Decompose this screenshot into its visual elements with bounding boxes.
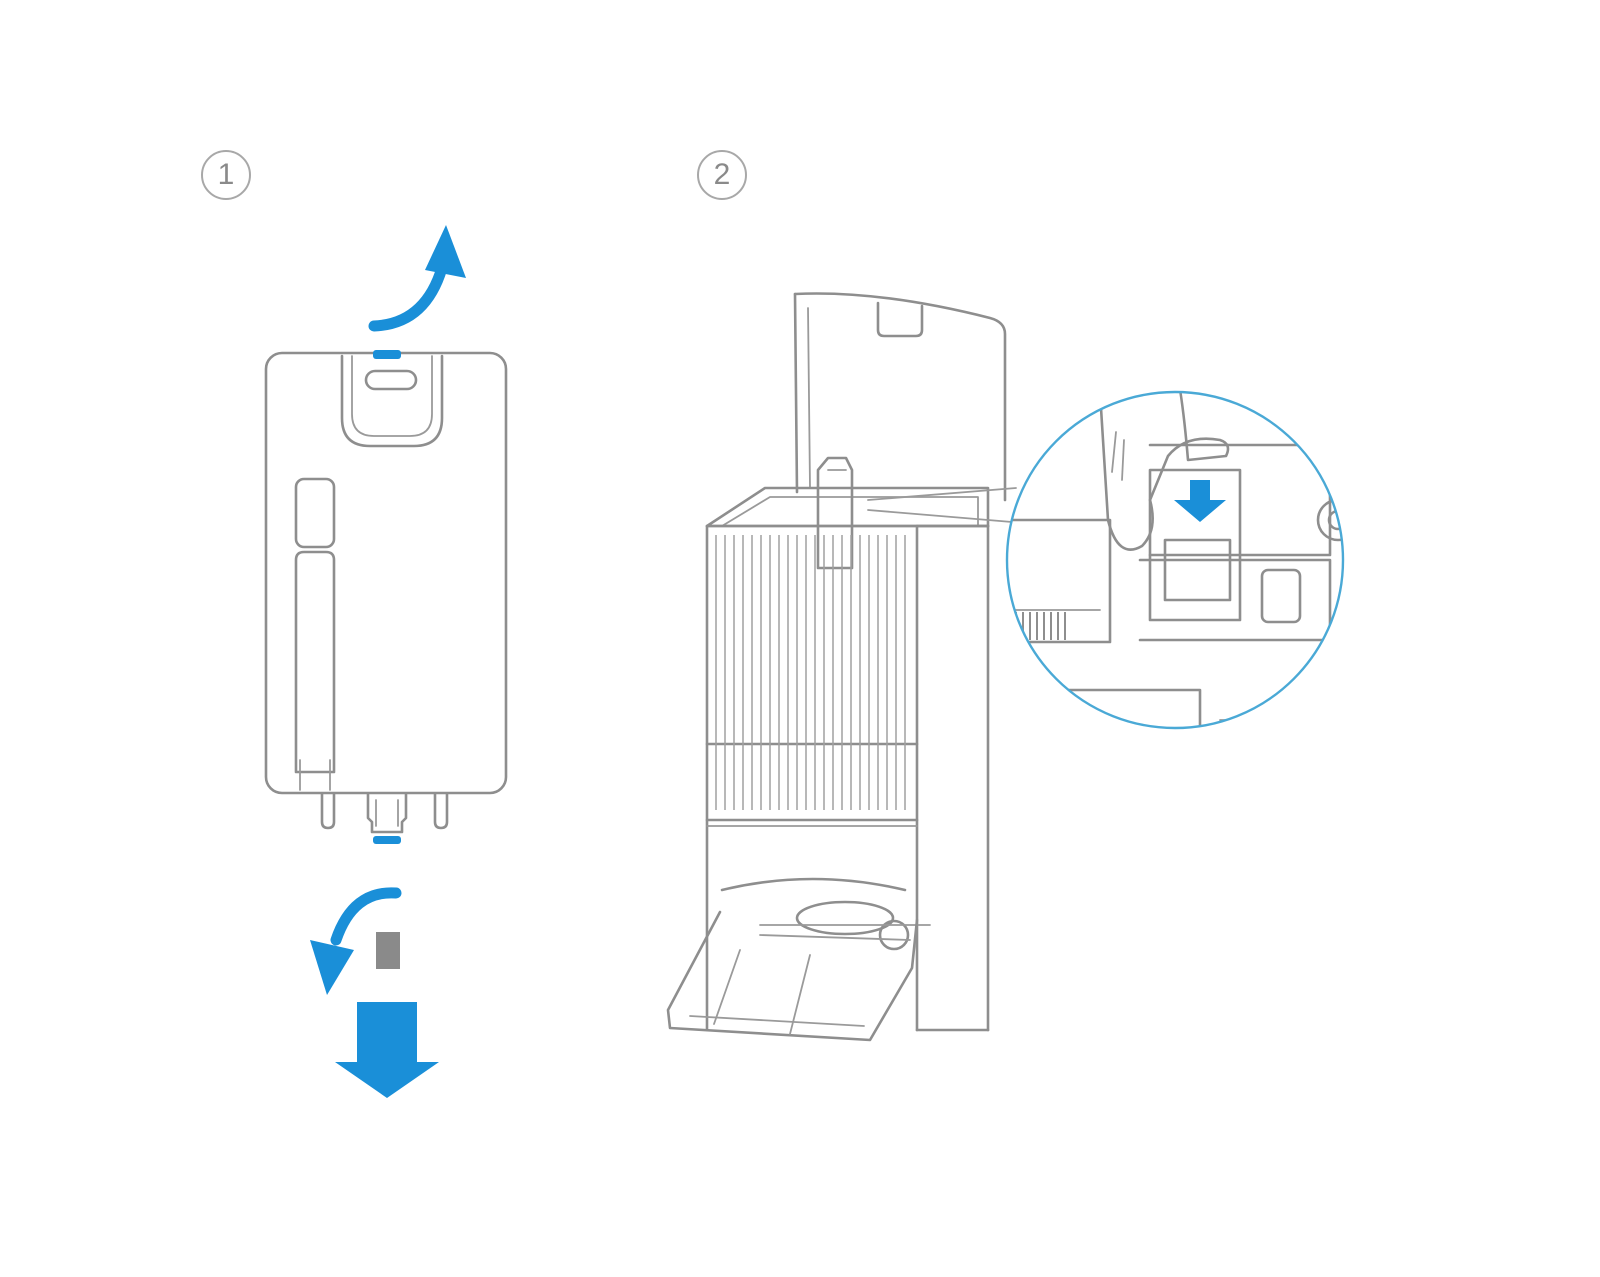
zoom-circle <box>1005 390 1345 730</box>
water-tank <box>264 351 508 834</box>
insert-arrow-icon <box>1174 480 1226 522</box>
twist-arrow-icon <box>310 887 402 995</box>
down-arrow-icon <box>335 1002 439 1098</box>
lift-up-arrow-icon <box>368 225 466 332</box>
zoom-pointer <box>867 487 1017 523</box>
vent-ribs <box>715 535 906 810</box>
step-2-label: 2 <box>697 150 747 200</box>
handle-highlight <box>373 350 401 359</box>
docking-station <box>666 292 1007 1042</box>
step-1-label: 1 <box>201 150 251 200</box>
filter-cap <box>376 932 400 969</box>
spout-highlight <box>373 836 401 844</box>
zoom-detail <box>1007 392 1343 728</box>
